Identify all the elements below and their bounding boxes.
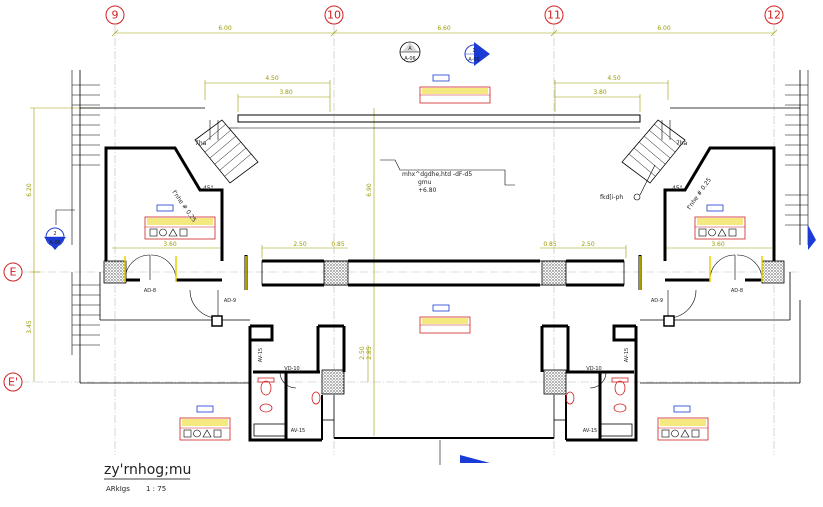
upper-right-dims <box>554 80 669 112</box>
tag-left-wall-2: AV-15 <box>291 428 305 434</box>
dim-right-room: 3.60 <box>711 241 725 248</box>
dim-left-vertical-2: 3.45 <box>26 320 33 334</box>
section-1-ref: A-06 <box>468 57 479 63</box>
room-tag-top <box>419 74 491 104</box>
grid-bubble-12: 12 <box>764 5 784 25</box>
column-11-E <box>541 260 567 286</box>
right-note: fkd[i-ph <box>600 194 623 201</box>
right-outer-stairs <box>785 70 809 245</box>
section-1-label: 1 <box>472 48 475 54</box>
dim-left-room: 3.60 <box>163 241 177 248</box>
left-stair <box>194 119 259 184</box>
right-toilets <box>565 377 629 413</box>
center-note-2: gmu <box>418 179 432 186</box>
dim-bay-3: 6.00 <box>657 25 671 32</box>
top-beam <box>225 114 641 129</box>
dim-center-vertical: 6.90 <box>366 183 373 197</box>
toilet-door-swings <box>279 371 607 389</box>
upper-left-dims <box>204 80 331 112</box>
grid-label-10: 10 <box>327 9 341 22</box>
tag-left-wc: VD-10 <box>284 366 299 372</box>
grid-lines <box>22 25 800 455</box>
door-jambs <box>124 256 763 290</box>
section-a-label: A <box>408 46 412 52</box>
grid-bubble-11: 11 <box>544 5 564 25</box>
dim-mid-left-2: 0.85 <box>331 241 345 248</box>
columns <box>103 260 785 395</box>
drawing-title: zy'rnhog;mu <box>104 462 191 478</box>
tag-right-wc: VD-10 <box>586 366 601 372</box>
center-note-3: +6.80 <box>418 187 437 194</box>
column-11-Eprime <box>543 369 567 395</box>
room-tag-right <box>694 204 746 240</box>
dim-upper-left-1: 4.50 <box>265 75 279 82</box>
grid-label-12: 12 <box>767 9 781 22</box>
dim-lower-center-2: 2.85 <box>366 346 373 360</box>
scale-value: 1 : 75 <box>146 485 166 493</box>
stair-left-label: 7ha <box>195 140 207 147</box>
section-2-ref: A-06 <box>49 240 60 246</box>
column-right-E <box>761 260 785 284</box>
bottom-marker <box>460 455 490 463</box>
top-dimension-line <box>111 29 778 37</box>
grid-bubble-9: 9 <box>105 5 125 25</box>
outer-boundary <box>79 70 801 384</box>
section-2-label: 2 <box>53 231 56 237</box>
dim-bay-1: 6.00 <box>218 25 232 32</box>
section-marker-2: 2 A-06 <box>44 227 66 250</box>
section-a-ref: A-06 <box>404 56 415 62</box>
tag-left-door-1: AD-8 <box>144 288 156 294</box>
room-tag-center <box>419 304 471 334</box>
grid-bubble-10: 10 <box>324 5 344 25</box>
tag-right-door-2: AD-8 <box>731 288 743 294</box>
tag-left-wall-1: AV-15 <box>258 348 264 362</box>
tag-right-wall-2: AV-15 <box>583 428 597 434</box>
dim-upper-left-2: 3.80 <box>279 89 293 96</box>
room-tag-bottom-right <box>657 405 709 441</box>
grid-bubble-E-prime: E' <box>3 372 23 392</box>
left-toilets <box>257 377 321 413</box>
grid-label-9: 9 <box>112 9 119 22</box>
right-stair <box>621 119 686 184</box>
dim-upper-right-2: 3.80 <box>593 89 607 96</box>
grid-label-E-prime: E' <box>8 376 18 389</box>
tag-left-door-2: AD-9 <box>224 298 236 304</box>
angle-left-label: 45° <box>203 185 214 192</box>
dim-left-vertical: 6.20 <box>26 183 33 197</box>
left-vertical-dims <box>30 107 100 382</box>
dim-mid-left-1: 2.50 <box>293 241 307 248</box>
section-marker-1: 1 A-06 <box>464 42 490 66</box>
room-tag-bottom-left <box>179 405 231 441</box>
stair-right-label: 7ha <box>676 140 688 147</box>
column-10-E <box>323 260 349 286</box>
center-vertical-dim <box>367 108 375 436</box>
mid-dims <box>261 245 627 258</box>
bottom-corridor <box>253 395 633 440</box>
center-note: mhx^dgdhe,htd -dF-d5 <box>402 171 472 178</box>
dim-mid-right-1: 0.85 <box>543 241 557 248</box>
section-marker-a: A A-06 <box>399 41 421 63</box>
column-10-Eprime <box>321 369 345 395</box>
tag-right-wall-1: AV-15 <box>624 348 630 362</box>
small-piers <box>211 315 675 327</box>
leaders <box>55 159 656 225</box>
dim-lower-center-1: 2.50 <box>359 346 366 360</box>
dim-upper-right-1: 4.50 <box>607 75 621 82</box>
grid-bubble-E: E <box>3 262 23 282</box>
tag-right-door-1: AD-9 <box>651 298 663 304</box>
dim-mid-right-2: 2.50 <box>581 241 595 248</box>
right-edge-marker <box>808 225 816 250</box>
scale-label: ARkIgs <box>106 485 130 493</box>
central-wall <box>261 259 625 287</box>
angle-right-label: 45° <box>672 185 683 192</box>
grid-label-11: 11 <box>547 9 561 22</box>
grid-label-E: E <box>10 266 17 279</box>
column-left-E <box>103 260 127 284</box>
left-outer-stairs <box>71 70 100 355</box>
lower-left-walls <box>248 324 346 442</box>
room-tag-left <box>144 204 216 240</box>
right-note-marker <box>633 193 641 201</box>
dim-bay-2: 6.60 <box>437 25 451 32</box>
